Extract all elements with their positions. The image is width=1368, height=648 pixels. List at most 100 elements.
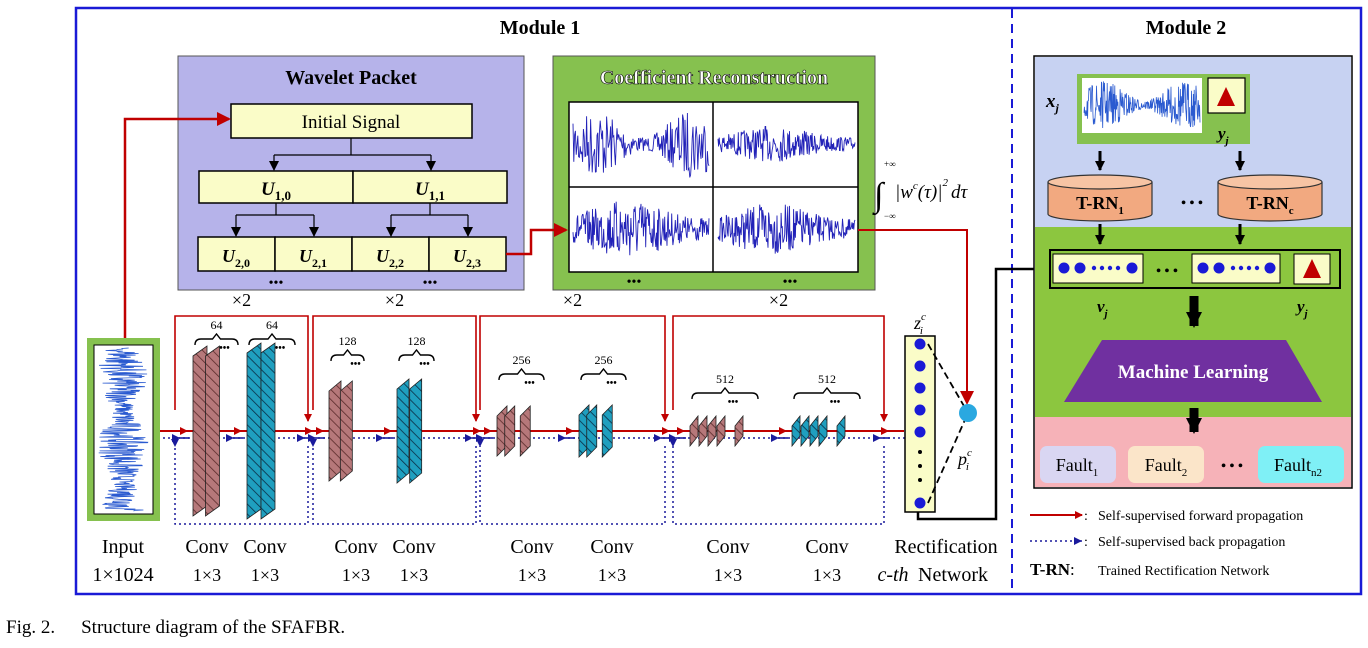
conv-layers: ×264•••Conv1×364•••Conv1×3×2128•••Conv1×…	[171, 290, 890, 585]
u10-label: U1,0	[261, 179, 291, 203]
conv-feature-map	[504, 405, 516, 457]
x-j-label: xj	[1045, 91, 1060, 115]
feature-dot	[1264, 262, 1276, 274]
conv-kernel: 1×3	[518, 565, 546, 585]
svg-text:|wc(τ)|2dτ: |wc(τ)|2dτ	[895, 177, 968, 203]
u21-node	[274, 236, 353, 272]
svg-text::: :	[1084, 535, 1088, 550]
coef-to-pic-arrow	[858, 229, 974, 405]
channel-count: 512	[818, 372, 836, 386]
fault-1-label: Fault1	[1056, 455, 1099, 479]
label-triangle-icon-2	[1303, 259, 1321, 278]
conv-kernel: 1×3	[193, 565, 221, 585]
repeat-back-arrow	[476, 439, 666, 525]
rectification-network	[904, 335, 977, 513]
conv-feature-map	[409, 378, 423, 484]
coefficient-reconstruction-panel: Coefficient Reconstruction ••• •••	[552, 55, 876, 291]
u23-node	[428, 236, 507, 272]
conv-kernel: 1×3	[598, 565, 626, 585]
channel-ellipsis: •••	[350, 359, 361, 370]
initial-signal-label: Initial Signal	[302, 112, 401, 133]
to-module2-arrow	[916, 264, 1049, 521]
repeat-back-arrow	[309, 439, 477, 525]
rect-ellipsis-dot	[918, 478, 922, 482]
conv-feature-map	[689, 414, 699, 448]
coef-signal-4	[717, 204, 856, 254]
rect-neuron	[914, 360, 926, 372]
conv-feature-map	[707, 414, 717, 448]
feature-ellipsis-dot	[1230, 265, 1236, 271]
fault-2-label: Fault2	[1145, 455, 1188, 479]
channel-count: 128	[339, 334, 357, 348]
conv-label: Conv	[392, 536, 435, 558]
coef-signal-2	[717, 126, 856, 162]
input-waveform	[98, 347, 149, 512]
outer-frame	[74, 6, 1363, 596]
conv-kernel: 1×3	[251, 565, 279, 585]
fault-2-box	[1128, 446, 1204, 483]
repeat-back-arrow	[171, 439, 309, 525]
ml-label: Machine Learning	[1118, 362, 1269, 383]
module2-sample-waveform	[1083, 81, 1201, 129]
coef-title: Coefficient Reconstruction	[600, 67, 828, 89]
initial-signal-node	[230, 103, 473, 139]
module1-title: Module 1	[500, 17, 581, 39]
conv-label: Conv	[243, 536, 286, 558]
conv-feature-map	[396, 378, 410, 484]
figure-caption: Fig. 2.Structure diagram of the SFAFBR.	[6, 617, 345, 639]
channel-brace	[793, 386, 861, 400]
conv-kernel: 1×3	[714, 565, 742, 585]
conv-feature-map	[586, 404, 598, 458]
channel-ellipsis: •••	[419, 359, 430, 370]
feature-ellipsis: • • •	[1156, 264, 1178, 279]
module2-panel: xj yj T-RN1 • • • T-RNc • • • vj yj	[1033, 55, 1353, 489]
feature-ellipsis-dot	[1099, 265, 1105, 271]
conv-feature-map	[809, 414, 819, 448]
input-size: 1×1024	[92, 564, 153, 586]
feature-dot	[1213, 262, 1225, 274]
conv-feature-map	[734, 414, 744, 448]
repeat-label: ×2	[563, 290, 582, 310]
channel-ellipsis: •••	[728, 397, 739, 408]
wavelet-title: Wavelet Packet	[285, 67, 417, 89]
legend-forward: Self-supervised forward propagation	[1098, 509, 1303, 524]
conv-feature-map	[791, 414, 801, 448]
channel-brace	[691, 386, 759, 400]
u10-node	[198, 170, 354, 204]
conv-label: Conv	[185, 536, 228, 558]
svg-text:+∞: +∞	[884, 159, 896, 169]
wavelet-ellipsis-left: •••	[269, 276, 284, 291]
channel-brace	[580, 367, 627, 381]
conv-label: Conv	[510, 536, 553, 558]
feature-ellipsis-dot	[1238, 265, 1244, 271]
u21-label: U2,1	[299, 246, 327, 270]
channel-count: 512	[716, 372, 734, 386]
conv-kernel: 1×3	[342, 565, 370, 585]
channel-count: 256	[513, 353, 531, 367]
feature-ellipsis-dot	[1246, 265, 1252, 271]
repeat-forward-arrow	[312, 315, 480, 422]
conv-label: Conv	[334, 536, 377, 558]
conv-feature-map	[800, 414, 810, 448]
rect-neuron	[914, 497, 926, 509]
trn-c-cylinder: T-RNc	[1217, 174, 1323, 222]
repeat-forward-arrow	[672, 315, 888, 422]
trn-1-label: T-RN1	[1076, 193, 1124, 217]
wavelet-packet-panel: Wavelet Packet Initial Signal U1,0 U1,1 …	[177, 55, 525, 291]
rectification-label: Rectification	[894, 536, 997, 558]
conv-feature-map	[246, 342, 262, 520]
conv-feature-map	[205, 345, 220, 517]
conv-feature-map	[818, 414, 828, 448]
channel-ellipsis: •••	[524, 378, 535, 389]
coef-signal-3	[572, 201, 710, 256]
rect-neuron	[914, 426, 926, 438]
u20-label: U2,0	[222, 246, 250, 270]
repeat-forward-arrow	[479, 315, 669, 422]
feature-ellipsis-dot	[1115, 265, 1121, 271]
legend: : Self-supervised forward propagation : …	[1030, 509, 1303, 579]
legend-trn-key: T-RN:	[1030, 560, 1075, 579]
network-label: Network	[918, 564, 988, 586]
coef-ellipsis-left: •••	[627, 275, 642, 290]
